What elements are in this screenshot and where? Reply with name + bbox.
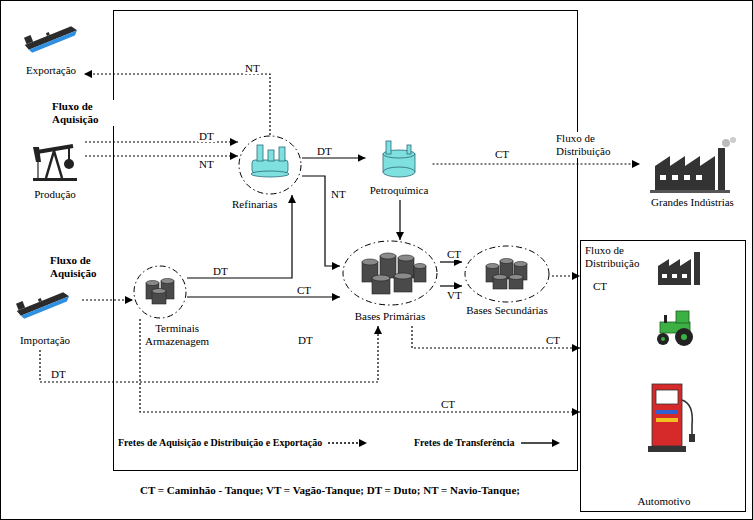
note-label: Fluxo de Aquisição (50, 254, 112, 280)
node-label: Petroquímica (370, 184, 429, 197)
edge-label: DT (316, 145, 333, 157)
storage-node: Terminais Armazenagem (133, 265, 187, 319)
node-label: Bases Primárias (355, 310, 426, 323)
dotted-freight-arrow (40, 326, 378, 382)
node-label: Importação (20, 334, 70, 347)
dotted-freight-arrow (412, 326, 580, 348)
edge-label: CT (296, 284, 312, 296)
note-label: CT = Caminhão - Tanque; VT = Vagão-Tanqu… (140, 484, 520, 497)
factory-icon (658, 252, 700, 285)
legend-text: Fretes de Transferência (414, 436, 515, 449)
tank-icon (362, 253, 426, 294)
edge-label: CT (494, 148, 510, 160)
note-label: Fluxo de Distribuição (556, 132, 624, 158)
node-label: Automotivo (637, 495, 690, 508)
node-label: Grandes Indústrias (651, 196, 734, 209)
transfer-arrow (187, 195, 292, 278)
legend-line (521, 442, 553, 443)
transfer-arrow (399, 200, 400, 240)
dotted-freight-arrow (85, 155, 238, 156)
icon-node: Produção (25, 128, 85, 204)
dash-dot-circle (239, 136, 301, 194)
pumpjack-icon (33, 146, 77, 181)
system-frame (114, 11, 578, 471)
legend-line (328, 442, 360, 443)
transfer-arrow (440, 285, 462, 286)
transfer-arrow (302, 157, 366, 158)
storage-node: Bases Secundárias (462, 245, 552, 320)
tank-icon (486, 259, 527, 290)
petrochemical-icon (383, 141, 415, 177)
transfer-arrow (440, 261, 462, 262)
tank-icon (146, 279, 174, 305)
dotted-freight-arrow (85, 141, 238, 142)
icon-node: Grandes Indústrias (640, 140, 745, 212)
edge-label: CT (440, 398, 456, 410)
edge-label: NT (330, 188, 347, 200)
factory-icon (650, 137, 736, 193)
ship-icon (14, 284, 70, 320)
edge-label: NT (244, 62, 261, 74)
legend-sample (521, 438, 561, 448)
ellipse-outline (238, 135, 302, 195)
node-label: Terminais Armazenagem (145, 322, 209, 348)
edge-label: DT (50, 368, 67, 380)
node-label: Produção (34, 188, 76, 201)
edge-label: CT (446, 248, 462, 260)
storage-node: Bases Primárias (340, 240, 440, 326)
dotted-freight-arrow (82, 299, 133, 300)
tractor-icon (657, 311, 693, 346)
note-label: Fluxo de Aquisição (52, 100, 114, 126)
ellipse-outline (133, 265, 187, 319)
ship-icon (22, 18, 78, 54)
edge-label: VT (446, 289, 463, 301)
dash-dot-circle (465, 246, 549, 302)
legend-sample (328, 438, 368, 448)
legend-text: Fretes de Aquisição e Distribuição e Exp… (118, 436, 322, 449)
edge-label: DT (198, 130, 215, 142)
edge-label: CT (592, 280, 608, 292)
dotted-freight-arrow (140, 319, 580, 412)
dash-dot-circle (134, 266, 186, 318)
icon-node: Importação (8, 286, 82, 350)
note-label: Fluxo de Distribuição (585, 244, 653, 270)
dotted-freight-arrow (433, 163, 641, 164)
edge-label: CT (545, 334, 561, 346)
icon-node: Exportação (18, 20, 84, 80)
transfer-arrow (187, 296, 340, 297)
refinery-icon (251, 145, 289, 177)
edge-label: NT (198, 158, 215, 170)
dotted-freight-arrow (552, 275, 580, 276)
node-label: Refinarias (232, 198, 277, 211)
legend-item: Fretes de Aquisição e Distribuição e Exp… (118, 436, 368, 449)
legend-arrow-head (552, 439, 560, 447)
note-label: DT (298, 334, 313, 347)
storage-node: Refinarias (238, 135, 302, 195)
edge-label: DT (212, 265, 229, 277)
dash-dot-circle (343, 241, 437, 305)
node-label: Bases Secundárias (466, 304, 548, 317)
legend-item: Fretes de Transferência (414, 436, 561, 449)
fuel-pump-icon (648, 384, 695, 452)
legend-arrow-head (359, 439, 367, 447)
node-label: Exportação (26, 64, 76, 77)
icon-node: Petroquímica (366, 136, 433, 200)
